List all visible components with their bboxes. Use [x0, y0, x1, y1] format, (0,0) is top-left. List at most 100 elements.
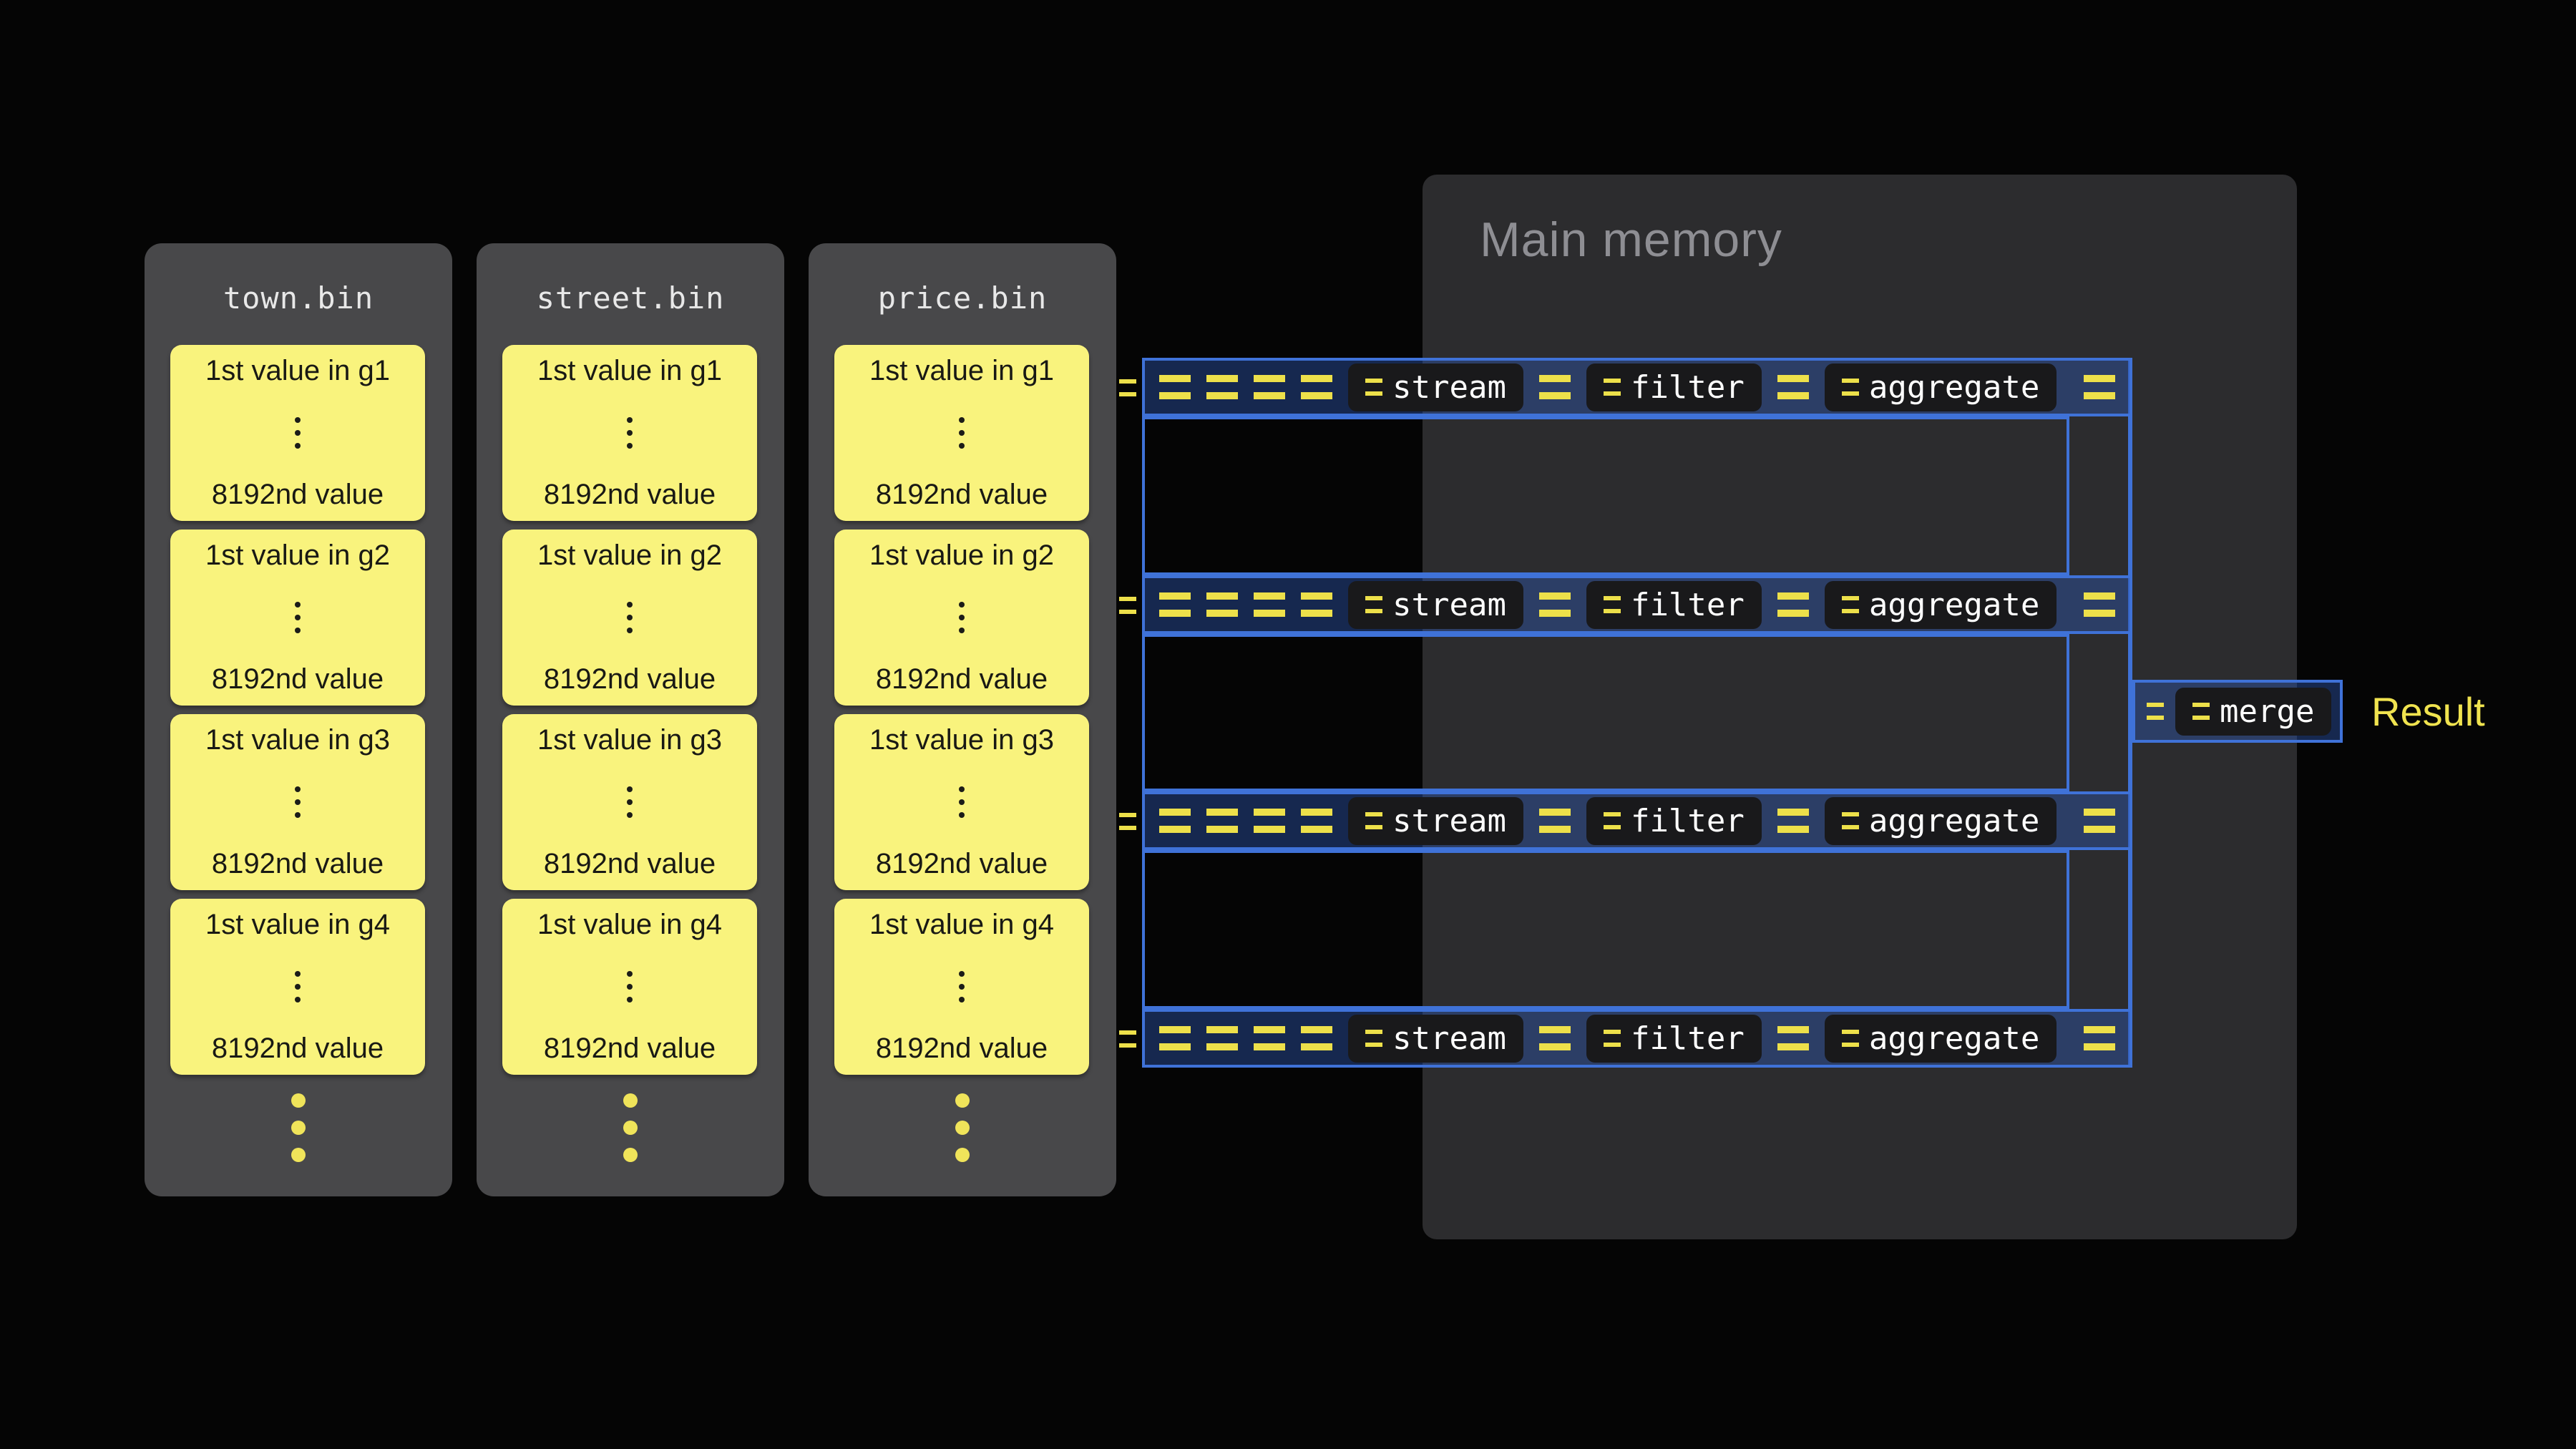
more-groups-icon — [623, 1093, 638, 1162]
flow-dash-icon — [1206, 375, 1238, 399]
flow-dash-icon — [1841, 596, 1859, 613]
more-groups-icon — [955, 1093, 970, 1162]
flow-dash-icon — [1603, 812, 1621, 829]
vertical-ellipsis-icon — [295, 786, 301, 818]
file-box-price: price.bin 1st value in g1 8192nd value 1… — [809, 243, 1116, 1196]
flow-dash-icon — [1159, 592, 1191, 617]
group-last-value: 8192nd value — [211, 848, 384, 879]
flow-dash-icon — [2084, 809, 2115, 833]
merge-pipe: merge — [2132, 680, 2343, 743]
result-label: Result — [2371, 689, 2485, 734]
flow-dash-icon — [1159, 375, 1191, 399]
vertical-ellipsis-icon — [959, 602, 965, 633]
flow-dash-icon — [1159, 809, 1191, 833]
flow-dash-icon — [1119, 813, 1136, 830]
memory-title: Main memory — [1480, 213, 1782, 267]
stage-badge-filter: filter — [1586, 1014, 1762, 1063]
vertical-ellipsis-icon — [959, 417, 965, 449]
pipeline-row-2: stream filter aggregate — [1119, 575, 2132, 634]
group-last-value: 8192nd value — [543, 663, 716, 695]
flow-dash-icon — [1538, 592, 1571, 617]
flow-dash-icon — [1365, 1030, 1382, 1047]
flow-dash-icon — [1119, 597, 1136, 614]
stage-badge-aggregate: aggregate — [1824, 580, 2057, 629]
value-group-card: 1st value in g1 8192nd value — [170, 345, 425, 521]
flow-dash-icon — [1777, 1026, 1809, 1050]
flow-dash-icon — [1301, 809, 1332, 833]
flow-dash-icon — [1365, 812, 1382, 829]
flow-dash-icon — [1254, 809, 1285, 833]
group-last-value: 8192nd value — [875, 848, 1048, 879]
flow-dash-icon — [2147, 703, 2164, 720]
group-first-value: 1st value in g1 — [537, 355, 722, 386]
group-first-value: 1st value in g2 — [205, 540, 390, 571]
flow-dash-icon — [1254, 592, 1285, 617]
flow-dash-icon — [1206, 809, 1238, 833]
vertical-ellipsis-icon — [959, 786, 965, 818]
stage-label: stream — [1392, 1020, 1506, 1057]
group-last-value: 8192nd value — [543, 848, 716, 879]
value-group-card: 1st value in g4 8192nd value — [834, 899, 1089, 1075]
group-first-value: 1st value in g4 — [869, 909, 1054, 940]
flow-dash-icon — [1365, 379, 1382, 396]
value-group-card: 1st value in g2 8192nd value — [502, 530, 757, 706]
stage-label: stream — [1392, 369, 1506, 406]
group-last-value: 8192nd value — [543, 1033, 716, 1064]
flow-dash-icon — [1301, 1026, 1332, 1050]
value-group-card: 1st value in g3 8192nd value — [834, 714, 1089, 890]
pipe-connector-outline — [1142, 850, 2069, 1009]
value-group-card: 1st value in g4 8192nd value — [170, 899, 425, 1075]
group-first-value: 1st value in g3 — [869, 724, 1054, 756]
stage-badge-aggregate: aggregate — [1824, 363, 2057, 411]
flow-dash-icon — [1254, 375, 1285, 399]
group-first-value: 1st value in g3 — [205, 724, 390, 756]
file-title: town.bin — [223, 280, 374, 316]
group-first-value: 1st value in g1 — [205, 355, 390, 386]
flow-dash-icon — [1777, 375, 1809, 399]
stage-badge-stream: stream — [1348, 580, 1523, 629]
stage-label: aggregate — [1868, 1020, 2040, 1057]
pipe-connector-outline — [1142, 634, 2069, 791]
stage-badge-filter: filter — [1586, 796, 1762, 845]
group-last-value: 8192nd value — [543, 479, 716, 510]
group-first-value: 1st value in g1 — [869, 355, 1054, 386]
group-last-value: 8192nd value — [211, 663, 384, 695]
value-group-card: 1st value in g2 8192nd value — [834, 530, 1089, 706]
value-group-card: 1st value in g4 8192nd value — [502, 899, 757, 1075]
group-first-value: 1st value in g3 — [537, 724, 722, 756]
merge-connector-line — [2128, 358, 2132, 1068]
vertical-ellipsis-icon — [627, 786, 633, 818]
more-groups-icon — [291, 1093, 306, 1162]
stage-label: filter — [1630, 586, 1745, 623]
flow-dash-icon — [2084, 592, 2115, 617]
vertical-ellipsis-icon — [627, 417, 633, 449]
stage-label: aggregate — [1868, 586, 2040, 623]
value-group-card: 1st value in g2 8192nd value — [170, 530, 425, 706]
stage-badge-stream: stream — [1348, 796, 1523, 845]
stage-label: filter — [1630, 369, 1745, 406]
pipeline-row-4: stream filter aggregate — [1119, 1009, 2132, 1068]
file-box-town: town.bin 1st value in g1 8192nd value 1s… — [145, 243, 452, 1196]
group-last-value: 8192nd value — [875, 1033, 1048, 1064]
vertical-ellipsis-icon — [627, 602, 633, 633]
flow-dash-icon — [1206, 592, 1238, 617]
stage-badge-stream: stream — [1348, 1014, 1523, 1063]
flow-dash-icon — [1538, 375, 1571, 399]
flow-dash-icon — [2084, 1026, 2115, 1050]
value-group-card: 1st value in g1 8192nd value — [834, 345, 1089, 521]
flow-dash-icon — [1538, 1026, 1571, 1050]
vertical-ellipsis-icon — [959, 971, 965, 1002]
value-group-card: 1st value in g3 8192nd value — [170, 714, 425, 890]
group-last-value: 8192nd value — [875, 479, 1048, 510]
value-group-card: 1st value in g1 8192nd value — [502, 345, 757, 521]
flow-dash-icon — [1603, 1030, 1621, 1047]
group-last-value: 8192nd value — [211, 1033, 384, 1064]
flow-dash-icon — [1777, 592, 1809, 617]
vertical-ellipsis-icon — [295, 971, 301, 1002]
group-last-value: 8192nd value — [211, 479, 384, 510]
flow-dash-icon — [1119, 1030, 1136, 1048]
file-title: street.bin — [536, 280, 725, 316]
stage-badge-aggregate: aggregate — [1824, 796, 2057, 845]
flow-dash-icon — [1603, 596, 1621, 613]
